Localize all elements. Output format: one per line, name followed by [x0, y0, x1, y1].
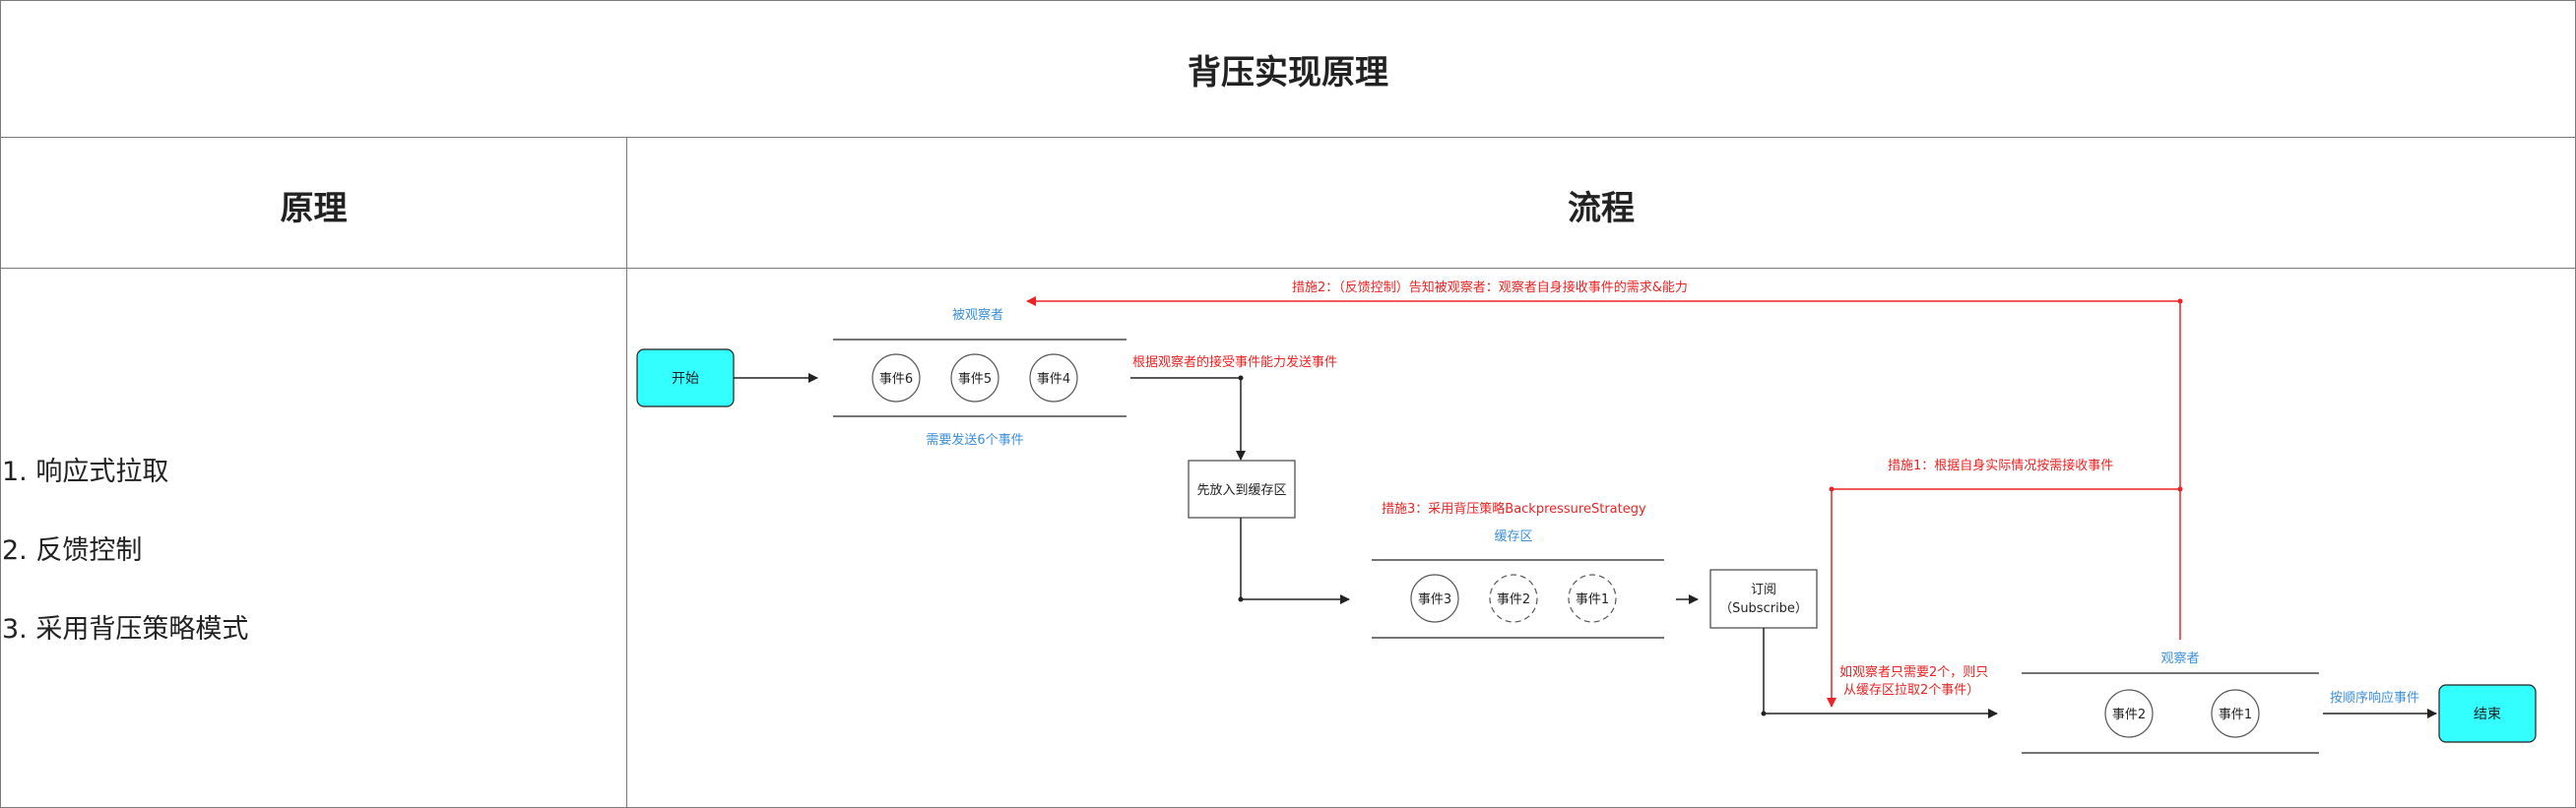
- buffer-event: 事件3: [1410, 574, 1459, 623]
- observer-event: 事件1: [2211, 689, 2260, 738]
- principle-body-cell: [0, 268, 627, 808]
- buffer-event: 事件1: [1568, 574, 1617, 623]
- principle-column-title: 原理: [280, 189, 348, 228]
- buffer-event-label: 事件1: [1576, 592, 1609, 607]
- page-title: 背压实现原理: [1188, 53, 1388, 93]
- observable-event: 事件6: [871, 353, 921, 403]
- observable-label: 被观察者: [952, 308, 1003, 323]
- measure2-note: 措施2：（反馈控制）告知被观察者：观察者自身接收事件的需求&能力: [1292, 280, 1688, 295]
- observer-event: 事件2: [2104, 689, 2154, 738]
- buffer-event-label: 事件3: [1418, 592, 1451, 607]
- measure3-note: 措施3：采用背压策略BackpressureStrategy: [1382, 501, 1646, 517]
- subscribe-label-2: （Subscribe）: [1719, 601, 1808, 616]
- principles-list: 1. 响应式拉取 2. 反馈控制 3. 采用背压策略模式: [2, 433, 248, 669]
- buffer-event-label: 事件2: [1497, 592, 1530, 607]
- end-node: [2438, 684, 2537, 743]
- flow-column-title: 流程: [1568, 189, 1635, 228]
- respond-note: 按顺序响应事件: [2330, 690, 2419, 706]
- pull-note-2: 从缓存区拉取2个事件）: [1843, 683, 1979, 698]
- send-note: 根据观察者的接受事件能力发送事件: [1132, 354, 1337, 370]
- cache-to-buffer-arrow: [1240, 518, 1350, 604]
- buffer-event: 事件2: [1489, 574, 1538, 623]
- flow-header-cell: [626, 137, 2576, 269]
- start-label: 开始: [672, 371, 699, 387]
- observer-event-label: 事件1: [2219, 708, 2252, 722]
- cache-step-label: 先放入到缓存区: [1196, 483, 1286, 498]
- observable-event-label: 事件4: [1037, 372, 1070, 387]
- header-cell: [0, 0, 2576, 138]
- observable-event-label: 事件5: [958, 372, 992, 387]
- buffer-label: 缓存区: [1494, 529, 1532, 544]
- subscribe-box: [1709, 569, 1818, 629]
- principle-item: 3. 采用背压策略模式: [2, 614, 249, 645]
- principle-item: 2. 反馈控制: [2, 535, 143, 566]
- observable-event-label: 事件6: [879, 372, 913, 387]
- cache-step-box: [1188, 460, 1296, 519]
- observable-event: 事件4: [1029, 353, 1078, 403]
- measure1-note: 措施1：根据自身实际情况按需接收事件: [1888, 458, 2113, 473]
- observer-event-label: 事件2: [2112, 708, 2146, 722]
- pull-note-1: 如观察者只需要2个，则只: [1839, 664, 1988, 680]
- end-label: 结束: [2474, 707, 2501, 722]
- observable-note: 需要发送6个事件: [926, 432, 1023, 448]
- subscribe-label-1: 订阅: [1751, 583, 1776, 597]
- observer-label: 观察者: [2160, 652, 2199, 666]
- principle-item: 1. 响应式拉取: [2, 457, 169, 487]
- observable-event: 事件5: [950, 353, 999, 403]
